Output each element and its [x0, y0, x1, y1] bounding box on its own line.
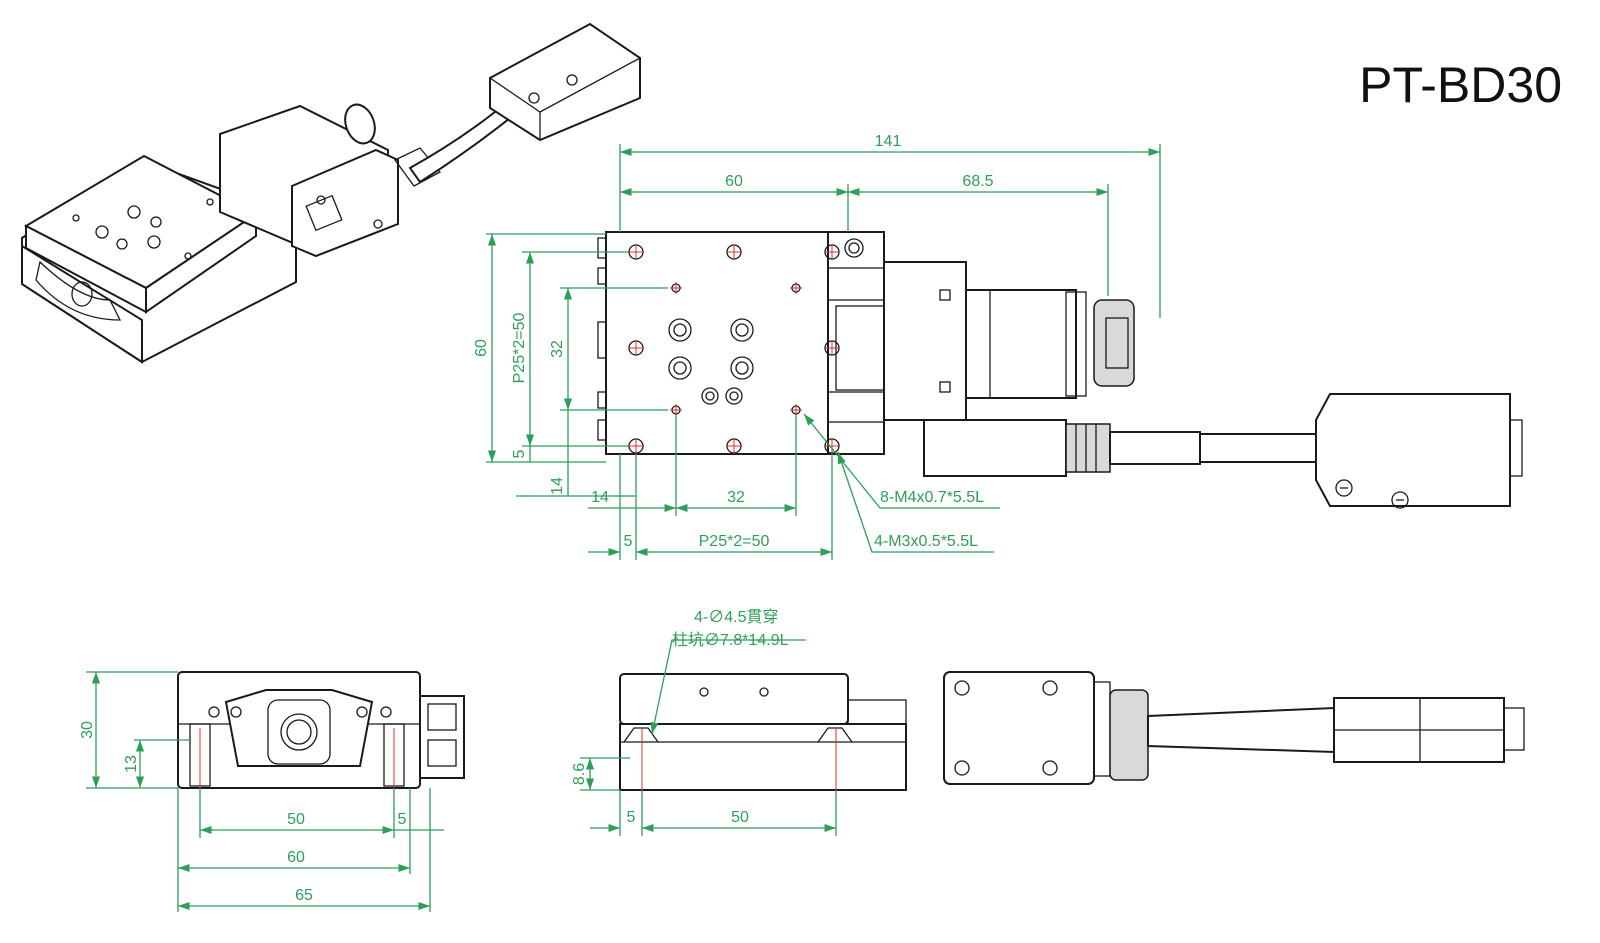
dim-motor-length: 68.5	[962, 173, 993, 190]
front-view-dimensions: 30 13 50 5 60 65	[79, 671, 444, 912]
dim-side-hole-spacing: 50	[731, 809, 749, 826]
top-view-dimensions: 141 60 68.5 60 P25*2=50 32 5 14	[473, 133, 1161, 560]
front-view	[177, 671, 465, 790]
top-view	[597, 231, 1523, 509]
isometric-view	[21, 22, 641, 364]
dim-offset-14-left: 14	[591, 489, 609, 506]
dim-side-counterbore-height: 8.6	[571, 763, 588, 785]
dim-stage-width: 60	[725, 173, 743, 190]
side-motor-housing	[943, 671, 1095, 785]
callout-m4-tapped: 8-M4x0.7*5.5L	[880, 489, 984, 506]
callout-through-hole: 4-∅4.5貫穿	[694, 608, 778, 626]
dim-front-offset: 5	[398, 811, 407, 828]
model-title: PT-BD30	[1359, 57, 1562, 113]
dim-hole-spacing-vertical: 32	[549, 340, 566, 358]
dim-hole-spacing-horizontal: 32	[727, 489, 745, 506]
connector-plug	[1315, 393, 1511, 507]
dim-overall-length: 141	[875, 133, 902, 150]
side-view	[619, 671, 1525, 792]
dim-offset-5-left: 5	[511, 449, 528, 458]
dim-pitch-vertical: P25*2=50	[511, 313, 528, 384]
dim-side-height: 60	[473, 339, 490, 357]
dim-front-height: 30	[79, 721, 96, 739]
dim-front-rail-height: 13	[123, 755, 140, 773]
side-view-dimensions: 8.6 5 50 4-∅4.5貫穿 柱坑∅7.8*14.9L	[571, 608, 837, 836]
dim-front-width-60: 60	[287, 849, 305, 866]
callout-m3-tapped: 4-M3x0.5*5.5L	[874, 533, 978, 550]
stepper-motor	[965, 289, 1077, 399]
dim-front-hole-spacing: 50	[287, 811, 305, 828]
dim-offset-5-bottom: 5	[624, 533, 633, 550]
callout-counterbore: 柱坑∅7.8*14.9L	[672, 631, 789, 649]
dim-side-offset: 5	[627, 809, 636, 826]
stage-top-plate	[605, 231, 829, 455]
dim-pitch-horizontal: P25*2=50	[699, 533, 770, 550]
dim-offset-14-bottom: 14	[549, 477, 566, 495]
side-knob-icon	[1109, 689, 1149, 781]
knob-icon	[1093, 299, 1135, 387]
dim-front-width-65: 65	[295, 887, 313, 904]
